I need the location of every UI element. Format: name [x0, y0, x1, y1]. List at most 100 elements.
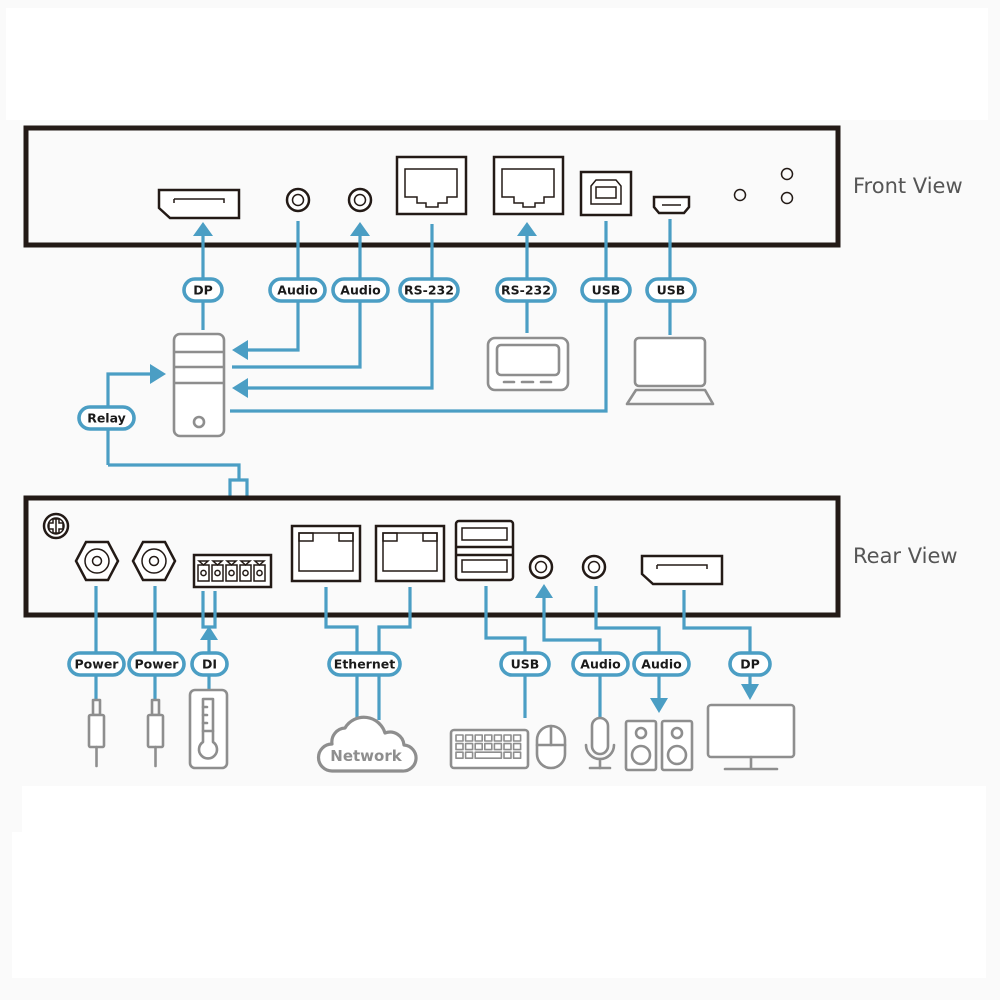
- svg-text:USB: USB: [592, 283, 621, 298]
- label-audio-rear-1: Audio: [571, 651, 630, 677]
- svg-text:USB: USB: [511, 657, 540, 672]
- arrow-up-icon: [517, 222, 537, 236]
- power-jack-icon: [74, 540, 120, 582]
- keyboard-key: [483, 734, 493, 742]
- keyboard-key: [464, 734, 474, 742]
- cable-rs232-front-1: [248, 224, 434, 390]
- ethernet-port-icon: [290, 524, 362, 583]
- label-rs232-front-2: RS-232: [495, 277, 557, 303]
- keyboard-key: [474, 742, 484, 751]
- power-plug-icon: [87, 698, 106, 768]
- cable-relay: [106, 372, 150, 465]
- monitor-icon: [706, 703, 796, 771]
- arrow-down-icon: [741, 684, 759, 700]
- svg-text:RS-232: RS-232: [501, 283, 551, 298]
- ethernet-port-icon: [374, 524, 446, 583]
- keyboard-key: [455, 742, 464, 751]
- svg-text:DP: DP: [193, 283, 213, 298]
- keyboard-spacebar: [474, 751, 503, 760]
- label-power-1: Power: [67, 651, 126, 677]
- label-relay: Relay: [77, 405, 136, 431]
- usb-b-port-icon: [579, 170, 633, 217]
- label-rs232-front-1: RS-232: [398, 277, 460, 303]
- keyboard-key: [503, 734, 512, 742]
- label-audio-front-1: Audio: [268, 277, 327, 303]
- label-usb-front-1: USB: [580, 277, 632, 303]
- arrow-left-icon: [232, 340, 248, 360]
- label-dp-front: DP: [182, 277, 224, 303]
- network-cloud-icon: Network: [316, 715, 418, 773]
- svg-text:DP: DP: [740, 657, 760, 672]
- svg-text:Audio: Audio: [580, 657, 621, 672]
- svg-text:Power: Power: [75, 657, 120, 672]
- svg-text:Audio: Audio: [641, 657, 682, 672]
- svg-text:Relay: Relay: [87, 411, 126, 426]
- power-plug-icon: [146, 698, 165, 768]
- arrow-left-icon: [232, 378, 248, 398]
- rear-view-chassis: [23, 495, 841, 618]
- keyboard-key: [512, 751, 522, 760]
- front-view-chassis: [23, 125, 841, 248]
- cable-relay-lower: [108, 463, 241, 480]
- keyboard-key: [464, 742, 474, 751]
- terminal-block-icon: [192, 553, 273, 589]
- label-usb-front-2: USB: [645, 277, 697, 303]
- arrow-up-icon: [535, 584, 553, 598]
- background-panel-top: [6, 8, 988, 120]
- keyboard-key: [512, 734, 522, 742]
- front-view-label: Front View: [853, 174, 963, 198]
- cable-usb-rear: [484, 586, 527, 718]
- svg-text:Power: Power: [135, 657, 180, 672]
- label-di: DI: [190, 651, 229, 677]
- mini-usb-port-icon: [652, 195, 691, 215]
- arrow-right-icon: [150, 364, 166, 384]
- keyboard-key: [503, 742, 512, 751]
- keyboard-key: [474, 734, 484, 742]
- led-indicator-icon: [733, 167, 794, 205]
- svg-text:Audio: Audio: [277, 283, 318, 298]
- label-dp-rear: DP: [728, 651, 772, 677]
- keyboard-key: [455, 751, 464, 760]
- keyboard-key: [512, 742, 522, 751]
- displayport-port-icon: [157, 188, 241, 220]
- laptop-icon: [625, 336, 715, 406]
- audio-jack-icon: [581, 554, 607, 580]
- label-audio-rear-2: Audio: [632, 651, 691, 677]
- mouse-icon: [535, 724, 567, 770]
- microphone-icon: [584, 716, 616, 770]
- background-panel-bottom: [12, 832, 986, 978]
- arrow-down-icon: [650, 698, 668, 713]
- svg-text:Audio: Audio: [340, 283, 381, 298]
- audio-jack-icon: [528, 554, 554, 580]
- arrow-up-icon: [193, 222, 213, 236]
- audio-jack-icon: [347, 187, 373, 213]
- displayport-port-icon: [640, 554, 724, 586]
- keyboard-key: [483, 742, 493, 751]
- arrow-up-icon: [200, 626, 218, 640]
- arrow-up-icon: [350, 222, 370, 236]
- keyboard-icon: [449, 728, 530, 770]
- label-power-2: Power: [127, 651, 186, 677]
- svg-text:USB: USB: [657, 283, 686, 298]
- rj45-port-icon: [395, 155, 468, 216]
- cable-audio-front-1: [248, 221, 300, 352]
- keyboard-key: [493, 742, 503, 751]
- audio-jack-icon: [285, 187, 311, 213]
- keyboard-key: [503, 751, 512, 760]
- speakers-icon: [624, 719, 694, 772]
- label-ethernet: Ethernet: [327, 651, 402, 677]
- background-panel-mid: [22, 786, 986, 832]
- ground-screw-icon: [42, 512, 70, 540]
- rear-view-label: Rear View: [853, 544, 958, 568]
- front-label-pills: DP Audio Audio RS-232 RS-232 USB: [77, 277, 697, 431]
- computer-tower-icon: [172, 332, 226, 438]
- network-label: Network: [330, 747, 402, 765]
- power-jack-icon: [131, 540, 177, 582]
- cable-audio-rear-1: [542, 596, 602, 718]
- svg-text:RS-232: RS-232: [404, 283, 454, 298]
- rear-label-pills: Power Power DI Ethernet USB Audio: [67, 651, 772, 677]
- keyboard-key: [455, 734, 464, 742]
- serial-terminal-icon: [486, 336, 570, 392]
- label-usb-rear: USB: [499, 651, 551, 677]
